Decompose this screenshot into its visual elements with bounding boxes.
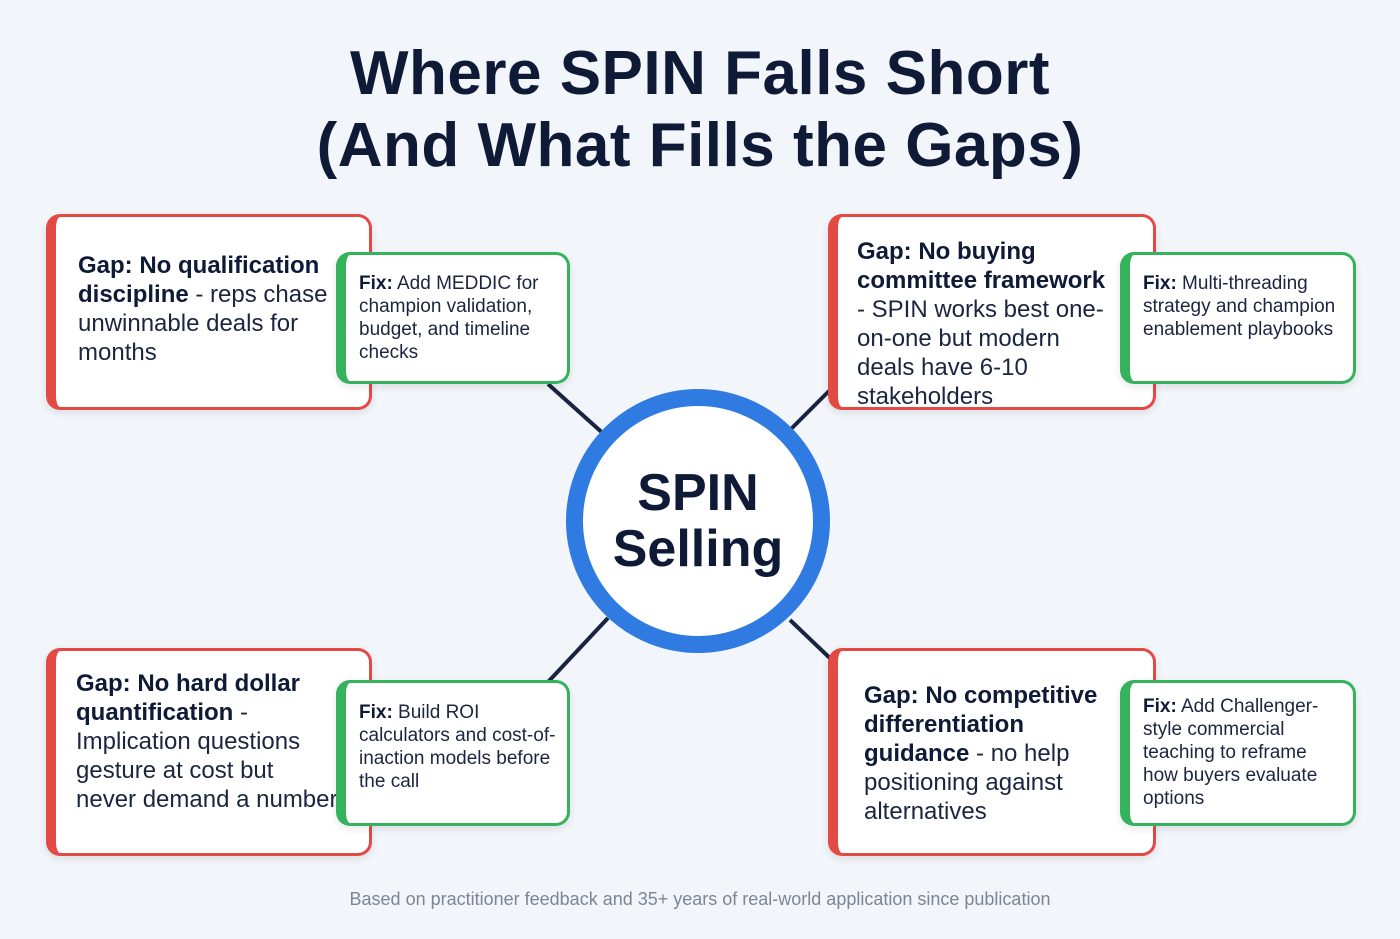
gap-description: - Implication questions gesture at cost … (76, 699, 338, 813)
fix-card-roi-calculators: Fix: Build ROI calculators and cost-of-i… (336, 680, 570, 826)
connector-bottom-right (788, 618, 836, 664)
fix-description: Build ROI calculators and cost-of-inacti… (359, 702, 556, 792)
fix-card-challenger: Fix: Add Challenger-style commercial tea… (1120, 680, 1356, 826)
gap-card-qualification: Gap: No qualification discipline - reps … (46, 214, 372, 410)
gap-description: - SPIN works best one-on-one but modern … (857, 296, 1104, 410)
gap-label: Gap: No hard dollar quantification (76, 670, 301, 726)
fix-description: Add MEDDIC for champion validation, budg… (359, 273, 539, 363)
fix-label: Fix: (1143, 696, 1177, 717)
hub-line-2: Selling (612, 520, 784, 578)
gap-description: - reps chase unwinnable deals for months (78, 281, 328, 366)
connector-top-right (788, 386, 834, 432)
gap-card-competitive-differentiation: Gap: No competitive differentiation guid… (828, 648, 1156, 856)
gap-label: Gap: No buying committee framework (857, 238, 1106, 294)
fix-label: Fix: (1143, 273, 1177, 294)
gap-description: - no help positioning against alternativ… (864, 740, 1070, 825)
connector-top-left (546, 382, 608, 438)
fix-card-meddic: Fix: Add MEDDIC for champion validation,… (336, 252, 570, 384)
title-line-2: (And What Fills the Gaps) (316, 111, 1084, 180)
footer-note: Based on practitioner feedback and 35+ y… (349, 889, 1051, 909)
gap-card-buying-committee: Gap: No buying committee framework - SPI… (828, 214, 1156, 410)
hub-circle: SPIN Selling (566, 389, 830, 653)
page-title: Where SPIN Falls Short (And What Fills t… (0, 38, 1400, 182)
gap-label: Gap: No qualification discipline (78, 252, 320, 308)
hub-line-1: SPIN (637, 464, 759, 522)
gap-label: Gap: No competitive differentiation guid… (864, 682, 1098, 767)
connector-bottom-left (546, 616, 610, 684)
fix-label: Fix: (359, 273, 393, 294)
title-line-1: Where SPIN Falls Short (349, 39, 1051, 108)
fix-label: Fix: (359, 702, 393, 723)
fix-card-multi-threading: Fix: Multi-threading strategy and champi… (1120, 252, 1356, 384)
fix-description: Multi-threading strategy and champion en… (1143, 273, 1336, 340)
gap-card-dollar-quantification: Gap: No hard dollar quantification - Imp… (46, 648, 372, 856)
fix-description: Add Challenger-style commercial teaching… (1143, 696, 1319, 809)
